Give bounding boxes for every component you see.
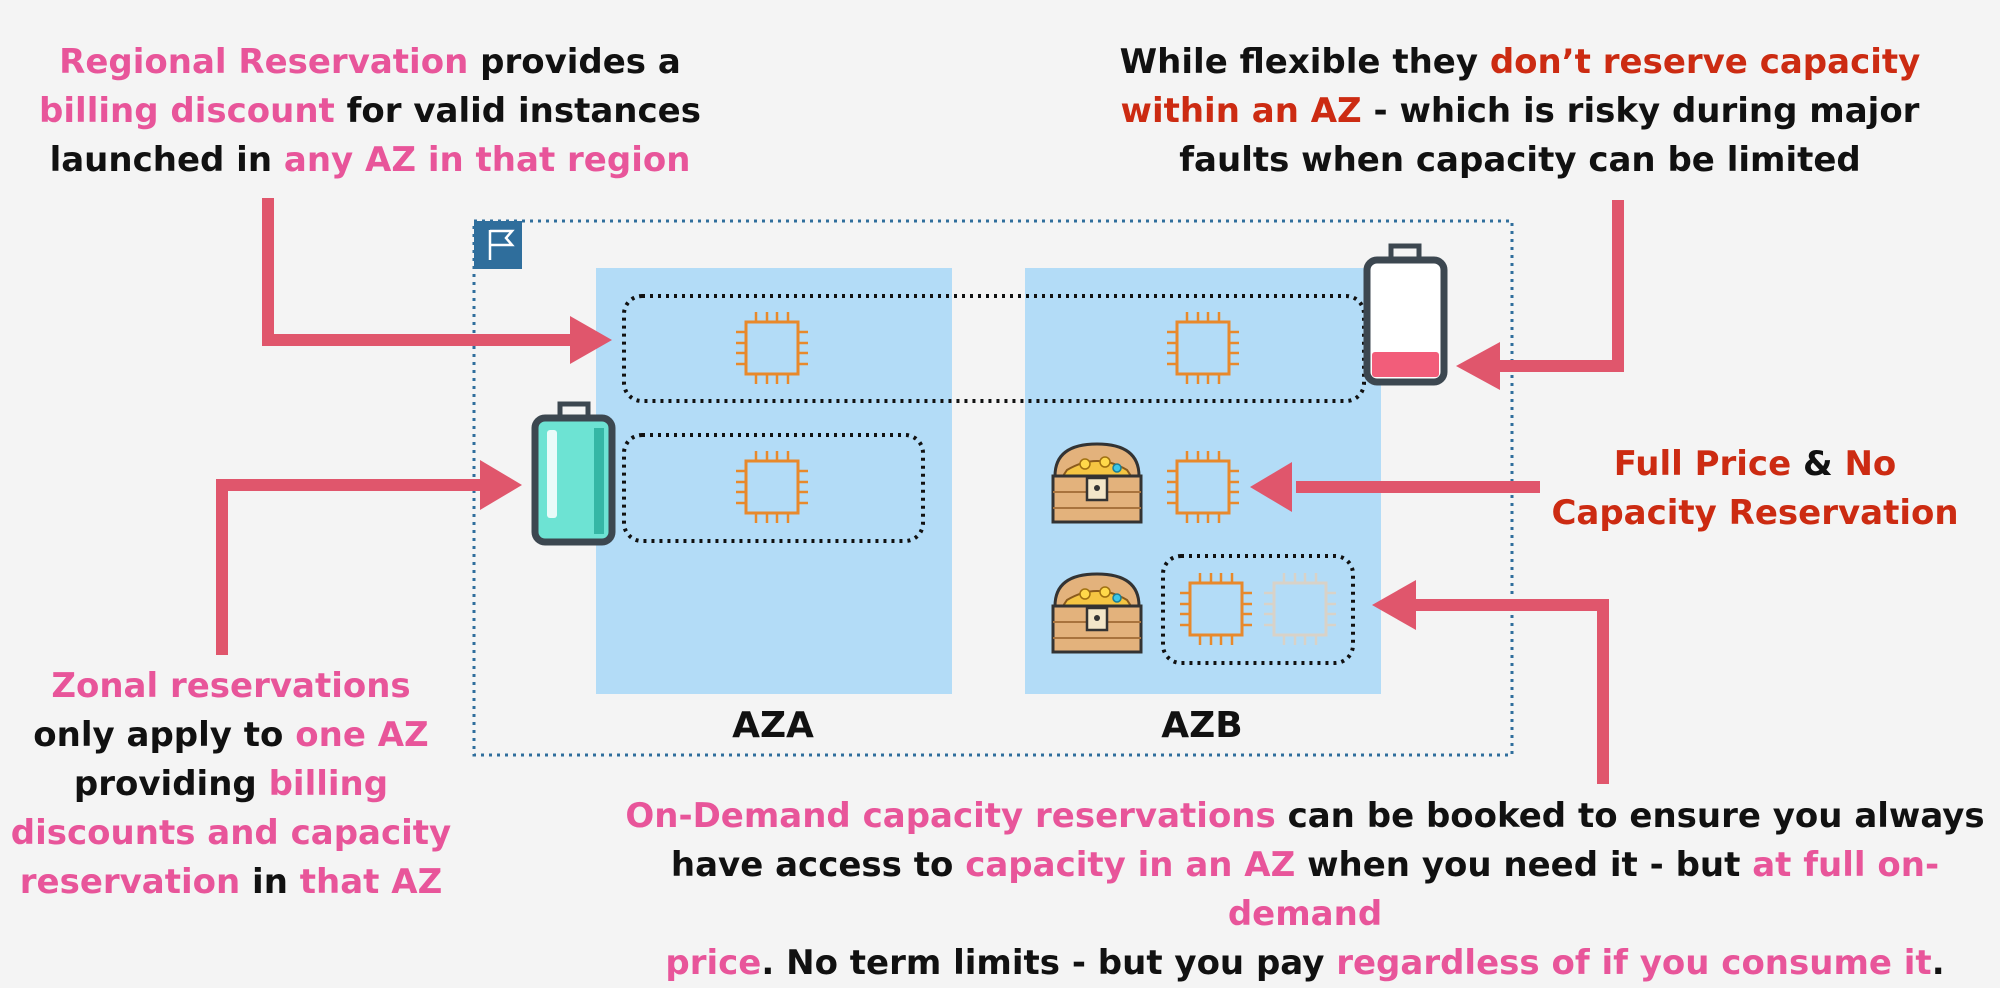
text-line: within an AZ - which is risky during maj…: [1070, 87, 1970, 136]
az-b-label: AZB: [1161, 705, 1243, 746]
full-price-note: Full Price & No Capacity Reservation: [1530, 440, 1980, 538]
text-line: Regional Reservation provides a: [20, 38, 720, 87]
text-segment: No: [1844, 444, 1897, 484]
text-segment: capacity in an AZ: [965, 845, 1296, 885]
ondemand-capacity-group: [1161, 554, 1355, 665]
text-segment: when you need it - but: [1295, 845, 1753, 885]
arrowhead: [1250, 462, 1292, 512]
text-segment: .: [1931, 943, 1945, 983]
region-flag-icon: [474, 221, 522, 269]
az-a-zone: [596, 268, 952, 694]
text-line: Zonal reservations: [0, 662, 462, 711]
text-segment: reservation: [19, 862, 241, 902]
regional-risk-note: While flexible they don’t reserve capaci…: [1070, 38, 1970, 185]
text-segment: providing: [73, 764, 269, 804]
text-line: billing discount for valid instances: [20, 87, 720, 136]
text-segment: billing discount: [39, 91, 335, 131]
battery-full-icon: [531, 401, 616, 546]
arrow-regional: [262, 198, 580, 346]
battery-low-icon: [1363, 243, 1448, 386]
text-segment: billing: [268, 764, 389, 804]
text-segment: provides a: [468, 42, 681, 82]
text-segment: Zonal reservations: [51, 666, 411, 706]
arrow-zonal: [216, 479, 480, 655]
text-line: launched in any AZ in that region: [20, 136, 720, 185]
text-line: price. No term limits - but you pay rega…: [610, 939, 2000, 988]
text-segment: at full on-demand: [1227, 845, 1940, 934]
text-segment: only apply to: [33, 715, 296, 755]
text-segment: can be booked to ensure you always: [1275, 796, 1985, 836]
text-segment: While flexible they: [1119, 42, 1490, 82]
text-segment: Full Price: [1613, 444, 1792, 484]
text-line: providing billing: [0, 760, 462, 809]
treasure-chest-icon: [1051, 442, 1143, 524]
treasure-chest-icon: [1051, 572, 1143, 654]
text-segment: discounts and capacity: [10, 813, 452, 853]
text-line: Full Price & No: [1530, 440, 1980, 489]
text-line: reservation in that AZ: [0, 858, 462, 907]
az-a-label: AZA: [732, 705, 814, 746]
text-segment: in: [240, 862, 300, 902]
arrowhead: [570, 316, 612, 364]
arrow-ondemand: [1416, 599, 1609, 784]
zonal-reservation-group: [622, 433, 925, 543]
text-line: faults when capacity can be limited: [1070, 136, 1970, 185]
zonal-reservation-note: Zonal reservations only apply to one AZ …: [0, 662, 462, 907]
text-segment: that AZ: [299, 862, 443, 902]
text-segment: have access to: [670, 845, 966, 885]
text-segment: any AZ in that region: [283, 140, 691, 180]
text-segment: price: [665, 943, 762, 983]
ondemand-capacity-note: On-Demand capacity reservations can be b…: [610, 792, 2000, 988]
text-segment: within an AZ: [1120, 91, 1362, 131]
text-segment: don’t reserve capacity: [1489, 42, 1921, 82]
text-segment: one AZ: [295, 715, 429, 755]
arrowhead: [1372, 580, 1416, 630]
text-segment: . No term limits - but you pay: [761, 943, 1337, 983]
text-line: only apply to one AZ: [0, 711, 462, 760]
arrowhead: [480, 460, 522, 510]
text-segment: &: [1791, 444, 1845, 484]
arrowhead: [1456, 342, 1500, 390]
text-segment: regardless of if you consume it: [1336, 943, 1932, 983]
regional-reservation-group: [622, 294, 1366, 403]
text-line: discounts and capacity: [0, 809, 462, 858]
text-segment: On-Demand capacity reservations: [625, 796, 1276, 836]
text-segment: Regional Reservation: [59, 42, 469, 82]
regional-reservation-note: Regional Reservation provides a billing …: [20, 38, 720, 185]
text-line: On-Demand capacity reservations can be b…: [610, 792, 2000, 841]
text-line: have access to capacity in an AZ when yo…: [610, 841, 2000, 939]
text-segment: Capacity Reservation: [1551, 493, 1959, 533]
text-segment: faults when capacity can be limited: [1179, 140, 1861, 180]
text-line: Capacity Reservation: [1530, 489, 1980, 538]
text-segment: launched in: [49, 140, 284, 180]
text-segment: - which is risky during major: [1361, 91, 1920, 131]
text-line: While flexible they don’t reserve capaci…: [1070, 38, 1970, 87]
arrow-regional-right: [1492, 200, 1624, 372]
text-segment: for valid instances: [334, 91, 701, 131]
